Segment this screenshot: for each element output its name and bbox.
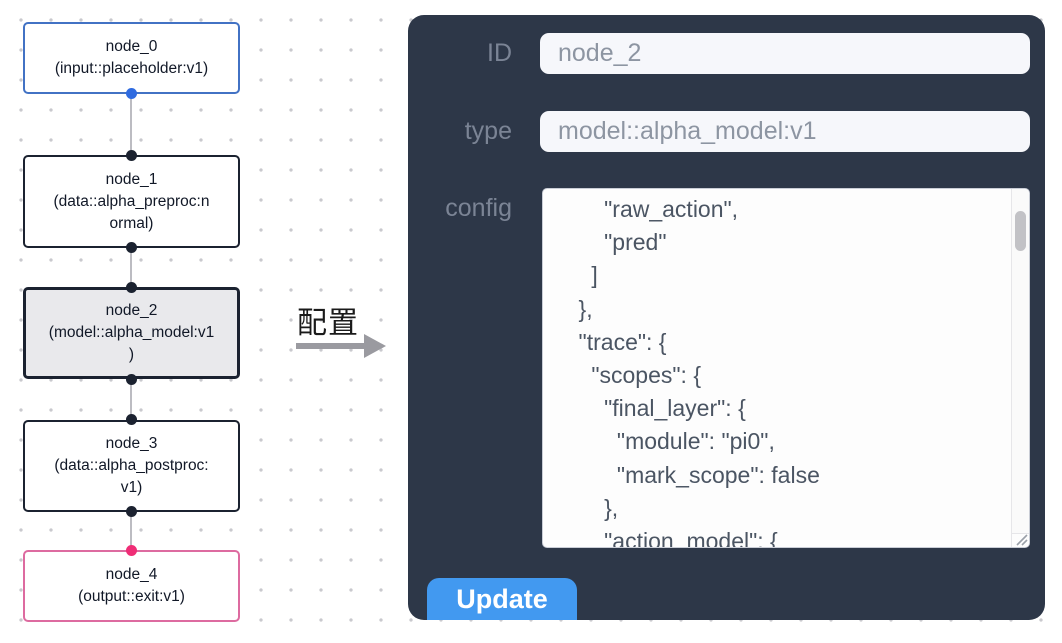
id-field-label: ID <box>487 39 512 67</box>
config-textarea[interactable]: "raw_action", "pred" ] }, "trace": { "sc… <box>542 188 1030 548</box>
edge-node1-node2 <box>130 248 132 287</box>
node1-source-handle[interactable] <box>126 242 137 253</box>
textarea-resize-corner[interactable] <box>1011 533 1029 547</box>
id-input[interactable] <box>540 33 1030 74</box>
node0-source-handle[interactable] <box>126 88 137 99</box>
node3-source-handle[interactable] <box>126 506 137 517</box>
graph-node-node_4[interactable]: node_4 (output::exit:v1) <box>23 550 240 622</box>
right-arrow-icon <box>296 334 388 358</box>
node2-target-handle[interactable] <box>126 282 137 293</box>
node-config-panel: ID type config "raw_action", "pred" ] },… <box>408 15 1045 620</box>
graph-node-node_2-selected[interactable]: node_2 (model::alpha_model:v1 ) <box>23 287 240 379</box>
update-button[interactable]: Update <box>427 578 577 620</box>
graph-node-node_3[interactable]: node_3 (data::alpha_postproc: v1) <box>23 420 240 512</box>
scrollbar-thumb[interactable] <box>1015 211 1026 251</box>
type-input[interactable] <box>540 111 1030 152</box>
edge-node3-node4 <box>130 512 132 550</box>
node2-source-handle[interactable] <box>126 374 137 385</box>
node4-target-handle[interactable] <box>126 545 137 556</box>
config-field-label: config <box>445 194 512 222</box>
config-arrow-label: 配置 <box>297 307 359 340</box>
type-field-label: type <box>464 117 512 145</box>
edge-node2-node3 <box>130 379 132 420</box>
resize-grip-icon <box>1016 534 1028 546</box>
node3-target-handle[interactable] <box>126 414 137 425</box>
graph-node-node_0[interactable]: node_0 (input::placeholder:v1) <box>23 22 240 94</box>
config-scrollbar[interactable] <box>1011 189 1029 533</box>
edge-node0-node1 <box>130 94 132 155</box>
graph-node-node_1[interactable]: node_1 (data::alpha_preproc:n ormal) <box>23 155 240 248</box>
config-json-content: "raw_action", "pred" ] }, "trace": { "sc… <box>578 196 820 547</box>
node1-target-handle[interactable] <box>126 150 137 161</box>
